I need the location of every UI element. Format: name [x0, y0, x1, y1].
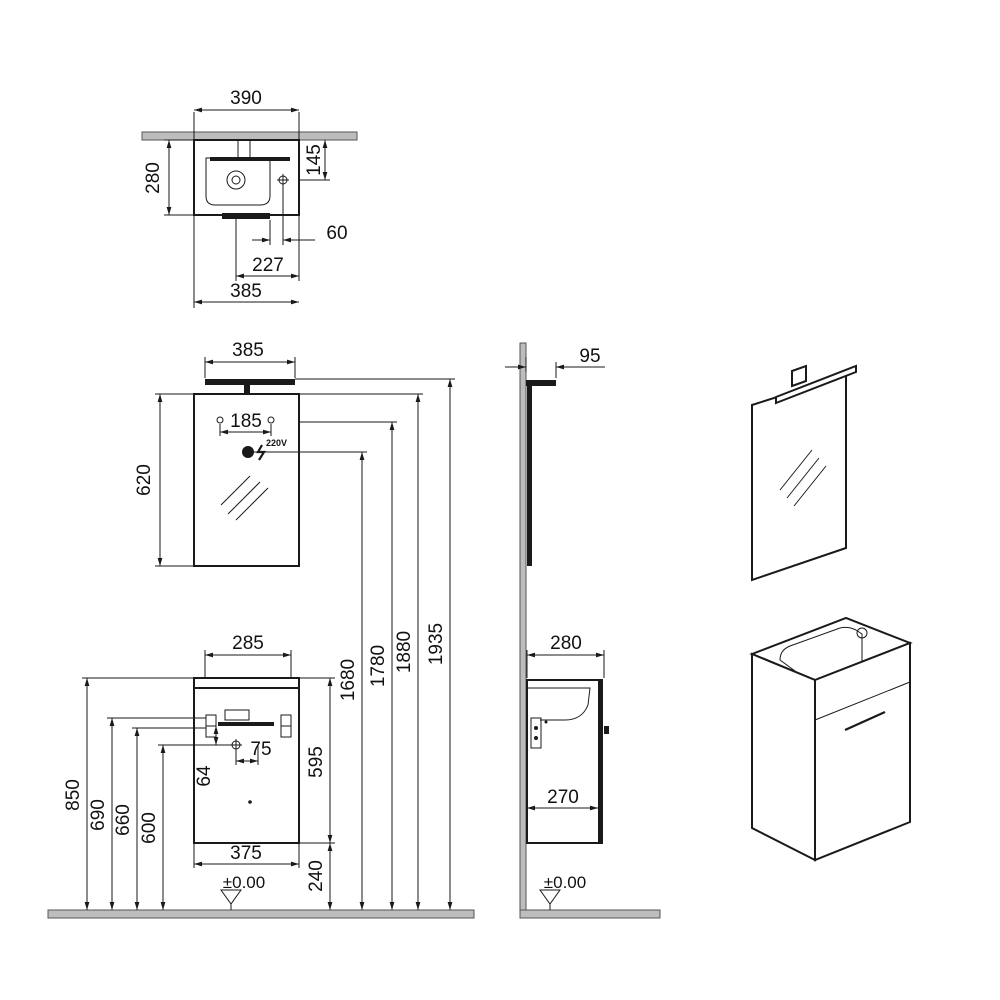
dim-285: 285: [232, 633, 264, 654]
dim-595: 595: [306, 746, 327, 778]
dim-60: 60: [326, 223, 347, 244]
mirror-light-bar: [205, 379, 295, 385]
dim-270: 270: [547, 787, 579, 808]
basin-plan-outline: [193, 139, 300, 216]
cabinet-front-iso: [814, 641, 911, 862]
cabinet-front: [193, 687, 300, 844]
level-marker-side-icon: [539, 889, 561, 905]
mirror-light-iso: [775, 364, 857, 405]
wall-side: [519, 342, 527, 911]
socket-220v-label: 220V: [266, 438, 287, 448]
tap-hole-iso-icon: [856, 627, 868, 639]
dim-75: 75: [250, 739, 271, 760]
dim-185: 185: [230, 411, 262, 432]
mirror-lamp-side: [526, 380, 556, 386]
cabinet-left-iso: [751, 652, 816, 862]
dim-280-side: 280: [550, 633, 582, 654]
mirror-side: [527, 386, 532, 566]
dim-850: 850: [63, 779, 84, 811]
dim-1880: 1880: [394, 631, 415, 673]
mirror-iso: [751, 373, 847, 582]
level-zero-front: ±0.00: [223, 873, 265, 892]
drain-inner-icon: [231, 175, 241, 185]
dim-375: 375: [230, 843, 262, 864]
front-view: 220V 385 620 185 285: [47, 340, 475, 919]
dim-1780: 1780: [368, 645, 389, 687]
cabinet-side: [526, 679, 603, 844]
dim-145: 145: [304, 144, 325, 176]
dim-280-top: 280: [143, 162, 164, 194]
dim-95: 95: [579, 346, 600, 367]
top-view: 390 280 145 60 227 385: [141, 88, 358, 308]
dim-385-mirror: 385: [232, 340, 264, 361]
isometric-view: [749, 364, 913, 862]
side-view: 95 280 270 ±0.00: [505, 342, 661, 919]
dim-385-top: 385: [230, 281, 262, 302]
dim-620: 620: [134, 464, 155, 496]
dim-1935: 1935: [426, 623, 447, 665]
mount-hole-left-icon: [216, 416, 224, 424]
dim-64: 64: [194, 765, 215, 787]
basin-top-front: [193, 677, 300, 689]
cabinet-base-plan: [222, 213, 270, 219]
dim-390: 390: [230, 88, 262, 109]
dim-600: 600: [139, 812, 160, 844]
dim-690: 690: [88, 799, 109, 831]
drain-outer-icon: [226, 170, 246, 190]
basin-side-profile: [527, 687, 591, 721]
cabinet-handle-iso: [844, 710, 886, 732]
basin-rim-plan: [210, 157, 290, 161]
dim-240: 240: [306, 860, 327, 892]
basin-bowl-plan: [205, 157, 271, 206]
floor-front: [47, 909, 475, 919]
dim-1680: 1680: [338, 659, 359, 701]
dim-227: 227: [252, 255, 284, 276]
dim-660: 660: [113, 804, 134, 836]
wall-top-view: [141, 131, 358, 141]
mount-hole-right-icon: [267, 416, 275, 424]
level-marker-front-icon: [220, 889, 242, 905]
floor-side: [519, 909, 661, 919]
level-zero-side: ±0.00: [544, 873, 586, 892]
